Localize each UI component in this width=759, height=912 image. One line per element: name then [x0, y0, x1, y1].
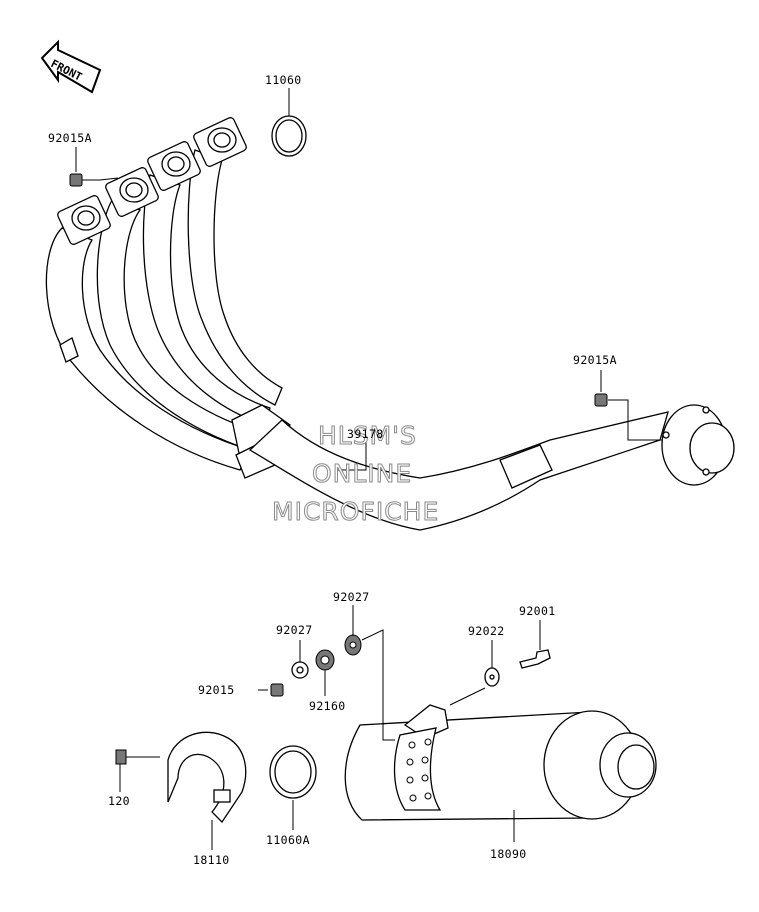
label-92160: 92160: [309, 699, 346, 713]
gasket-11060: [271, 115, 307, 157]
watermark: HLSM'S ONLINE MICROFICHE: [272, 421, 439, 527]
watermark-line-3: MICROFICHE: [272, 497, 439, 526]
muffler-18090: [344, 704, 657, 821]
label-18110: 18110: [193, 853, 230, 867]
label-92001: 92001: [519, 604, 556, 618]
leader-lines: [75, 88, 662, 850]
label-11060: 11060: [265, 73, 302, 87]
nut-92015a-top: [69, 173, 83, 187]
gasket-11060a: [269, 745, 317, 799]
bolt-92001: [519, 649, 551, 669]
nut-92015: [270, 683, 284, 697]
label-92027-left: 92027: [276, 623, 313, 637]
bolt-120: [115, 749, 144, 765]
front-arrow-icon: FRONT: [40, 39, 102, 94]
collar-92027-left: [291, 661, 309, 679]
grommet-92160: [315, 649, 335, 671]
label-92022: 92022: [468, 624, 505, 638]
header-flange-1: [57, 195, 111, 245]
label-18090: 18090: [490, 847, 527, 861]
washer-92022: [484, 667, 500, 687]
watermark-line-1: HLSM'S: [318, 421, 417, 450]
label-92015a-top: 92015A: [48, 131, 92, 145]
header-flange-3: [147, 141, 201, 191]
part-labels: 11060 92015A 92015A 39178 92027 92027 92…: [48, 73, 617, 867]
header-flange-4: [193, 117, 247, 167]
label-92015: 92015: [198, 683, 235, 697]
label-92027-top: 92027: [333, 590, 370, 604]
collar-92027-top: [344, 634, 362, 656]
header-flange-2: [105, 167, 159, 217]
outlet-flange: [661, 404, 735, 486]
heat-shield-18110: [167, 731, 247, 824]
label-39178: 39178: [347, 427, 384, 441]
label-92015a-right: 92015A: [573, 353, 617, 367]
watermark-line-2: ONLINE: [312, 459, 412, 488]
label-120: 120: [108, 794, 130, 808]
nut-92015a-right: [594, 393, 608, 407]
exhaust-header-pipes: [45, 117, 735, 531]
label-11060a: 11060A: [266, 833, 310, 847]
